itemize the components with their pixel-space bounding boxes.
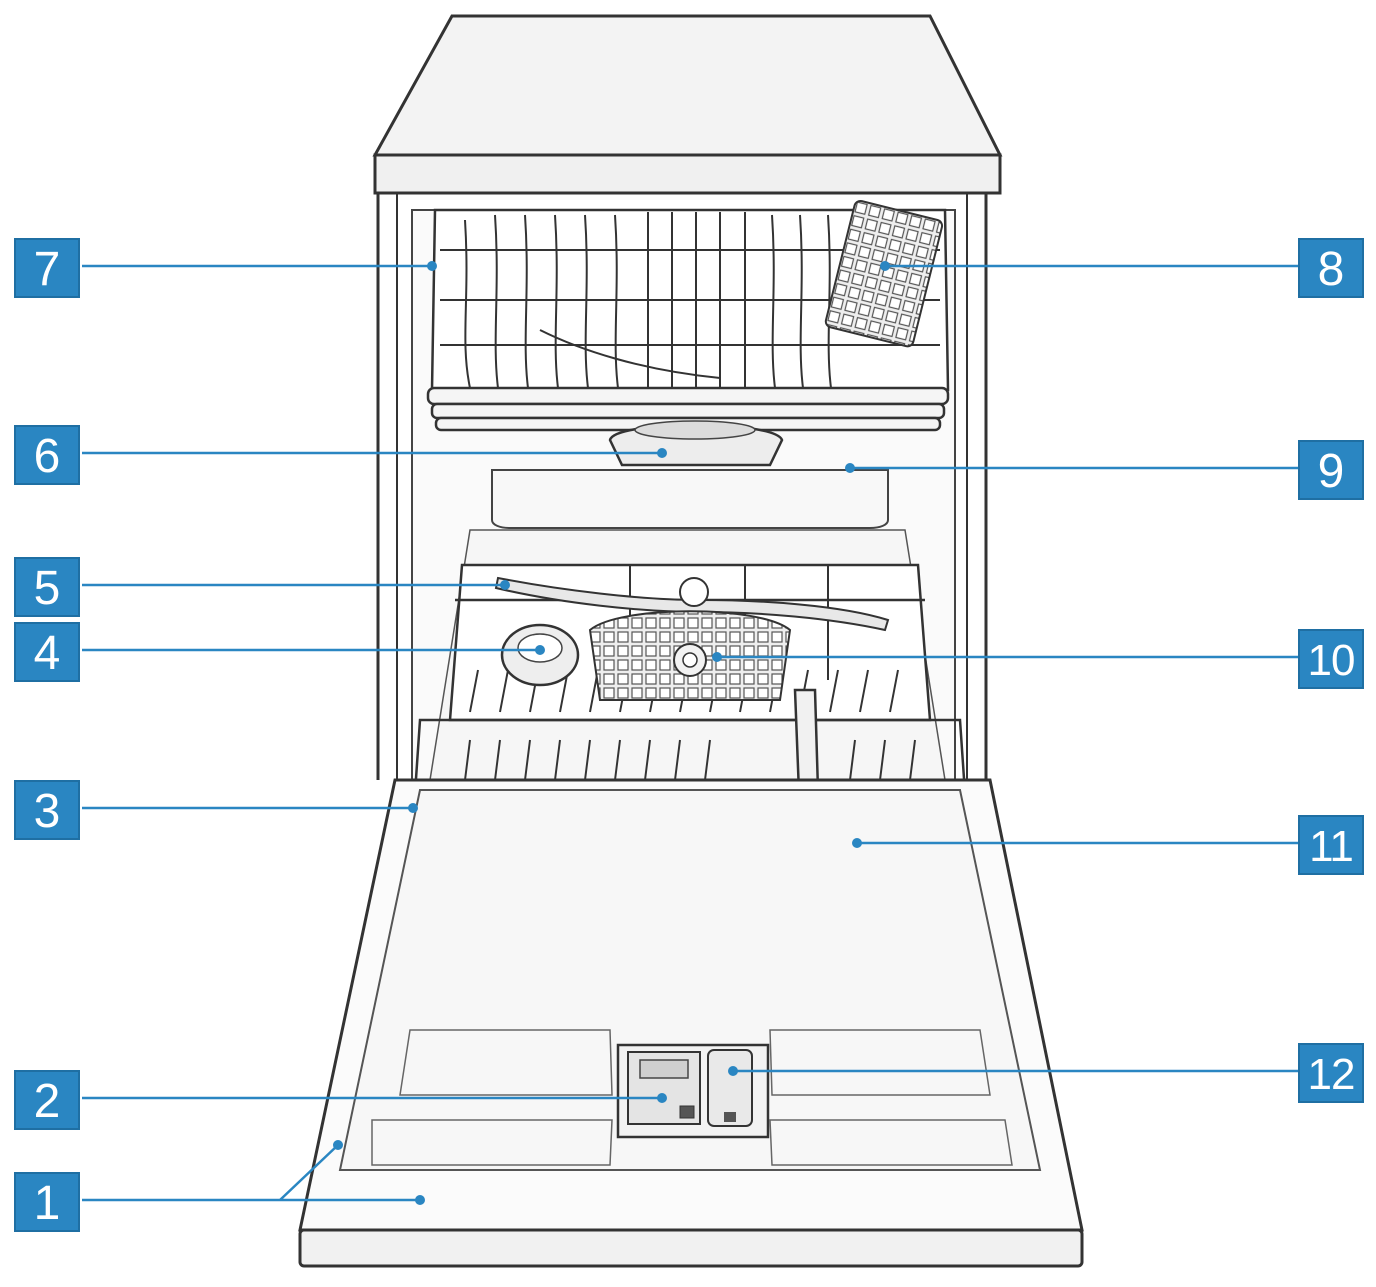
- callout-10: 10: [1298, 629, 1364, 689]
- worktop-front: [373, 153, 1002, 195]
- worktop: [372, 14, 1003, 157]
- folding-spikes: [824, 199, 944, 348]
- rinse-aid-dispenser: [707, 1049, 753, 1127]
- upper-rack: [426, 208, 950, 432]
- callout-2: 2: [14, 1070, 80, 1130]
- callout-12: 12: [1298, 1043, 1364, 1103]
- callout-1: 1: [14, 1172, 80, 1232]
- leader-dots: [333, 261, 890, 1205]
- callout-3: 3: [14, 780, 80, 840]
- callout-7: 7: [14, 238, 80, 298]
- callout-5: 5: [14, 557, 80, 617]
- leader-lines: [82, 264, 1298, 1202]
- callout-8: 8: [1298, 238, 1364, 298]
- callout-9: 9: [1298, 440, 1364, 500]
- callout-6: 6: [14, 425, 80, 485]
- callout-11: 11: [1298, 815, 1364, 875]
- callout-4: 4: [14, 622, 80, 682]
